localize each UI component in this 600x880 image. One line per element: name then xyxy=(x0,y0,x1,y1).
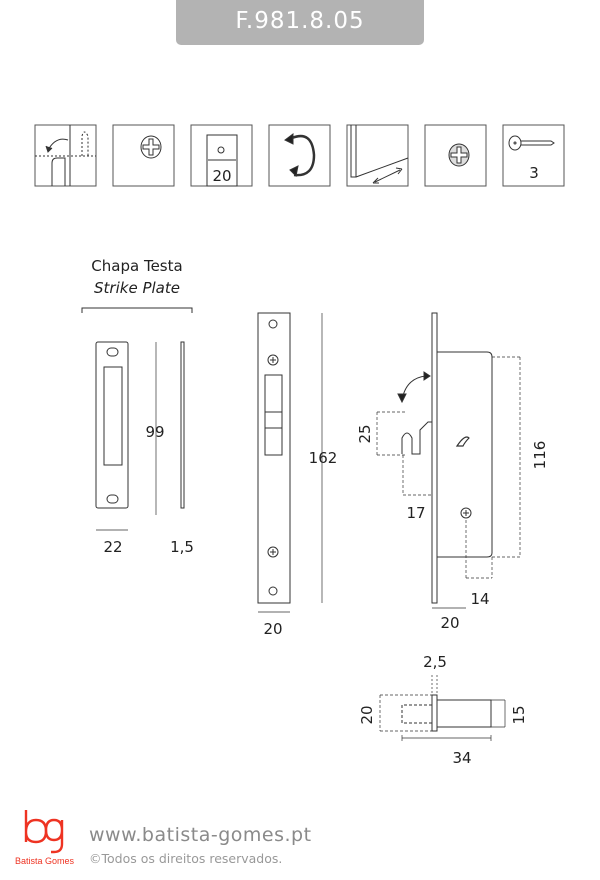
strike-plate-title: Chapa Testa xyxy=(91,257,182,275)
screw-offset-dim: 14 xyxy=(470,590,489,608)
side-faceplate-width-dim: 20 xyxy=(440,614,459,632)
lock-top-view: 2,5 20 15 34 xyxy=(358,653,528,767)
key-count: 3 xyxy=(529,164,539,182)
strike-plate-thickness-dim: 1,5 xyxy=(170,538,194,556)
faceplate-drawing: 162 20 xyxy=(257,312,338,638)
strike-plate-height-dim: 99 xyxy=(145,423,164,441)
key-icon: 3 xyxy=(502,124,565,187)
strike-plate-width-dim: 22 xyxy=(103,538,122,556)
batista-gomes-logo xyxy=(24,810,64,854)
reversible-latch-icon xyxy=(34,124,97,187)
latch-offset-dim: 17 xyxy=(406,504,425,522)
strike-plate-drawing: Chapa Testa Strike Plate 99 22 1,5 xyxy=(81,257,194,556)
lock-side-view: 116 25 17 14 20 xyxy=(356,312,549,632)
body-height-dim: 116 xyxy=(531,441,549,470)
logo-brand-text: Batista Gomes xyxy=(15,856,75,866)
strike-plate-subtitle: Strike Plate xyxy=(94,279,180,297)
latch-height-dim: 25 xyxy=(356,424,374,443)
phillips-screw-filled-icon xyxy=(424,124,487,187)
top-length-dim: 34 xyxy=(452,749,471,767)
copyright-text: Todos os direitos reservados. xyxy=(101,851,283,866)
faceplate-width-dim: 20 xyxy=(263,620,282,638)
copyright-notice: ©Todos os direitos reservados. xyxy=(89,851,282,867)
top-body-height-dim: 15 xyxy=(510,705,528,724)
rotation-icon xyxy=(268,124,331,187)
backset-value: 20 xyxy=(212,167,231,185)
door-thickness-icon xyxy=(346,124,409,187)
faceplate-height-dim: 162 xyxy=(309,449,338,467)
website-link[interactable]: www.batista-gomes.pt xyxy=(89,824,312,846)
phillips-screw-icon xyxy=(112,124,175,187)
backset-icon: 20 xyxy=(190,124,253,187)
top-height-dim: 20 xyxy=(358,705,376,724)
top-faceplate-thickness-dim: 2,5 xyxy=(423,653,447,671)
copyright-icon: © xyxy=(89,851,102,866)
product-code-header: F.981.8.05 xyxy=(176,0,424,45)
